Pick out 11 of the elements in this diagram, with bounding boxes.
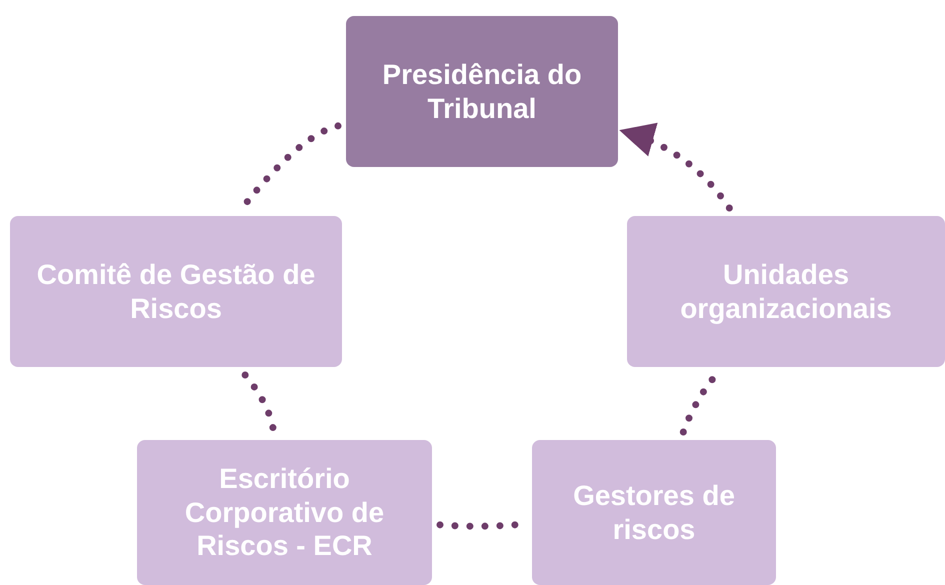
process-box: [627, 216, 945, 367]
process-box: [137, 440, 432, 585]
box-label: Comitê de Gestão de Riscos: [36, 258, 316, 326]
box-label: Escritório Corporativo de Riscos - ECR: [184, 462, 386, 563]
box-label: Gestores de riscos: [572, 478, 736, 546]
process-box: [346, 16, 618, 167]
dotted-connector: [619, 124, 733, 212]
box-label: Presidência do Tribunal: [381, 58, 583, 126]
box-label: Unidades organizacionais: [679, 258, 893, 326]
process-box: [532, 440, 776, 585]
process-box: [10, 216, 342, 367]
